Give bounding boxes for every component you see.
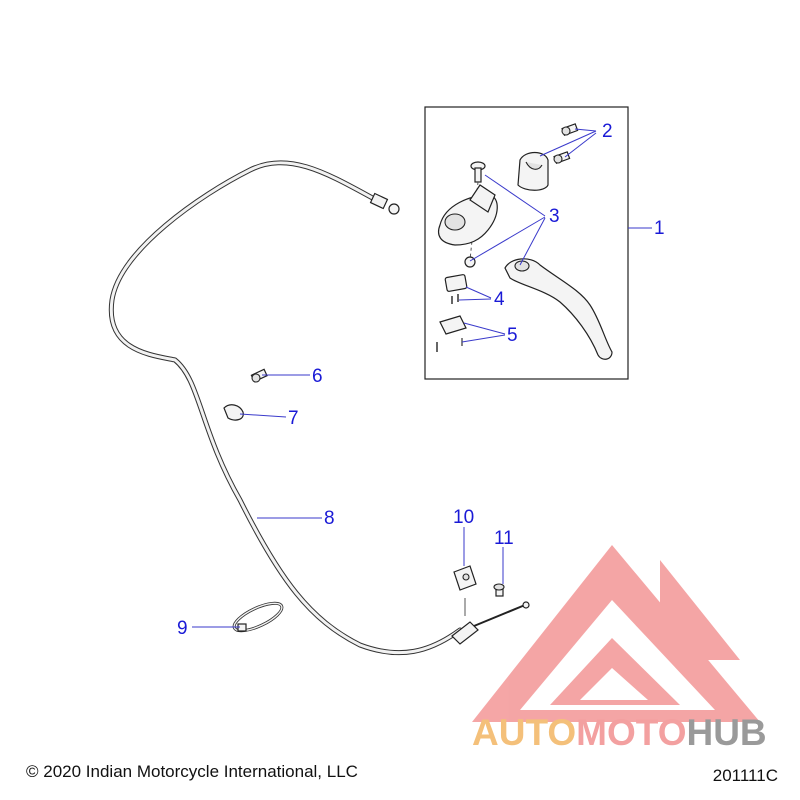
callout-5: 5: [507, 325, 518, 346]
callout-6: 6: [312, 366, 323, 387]
callout-8: 8: [324, 508, 335, 529]
watermark-hub: HUB: [686, 712, 767, 753]
switch-bracket: [436, 315, 467, 352]
callout-3: 3: [549, 206, 560, 227]
callout-11: 11: [494, 528, 514, 549]
lever-perch: [437, 184, 498, 246]
watermark-logo: [472, 545, 760, 722]
leader-lines: [192, 128, 652, 628]
callout-2: 2: [602, 121, 613, 142]
callout-1: 1: [654, 218, 665, 239]
cable-tie-item-9: [232, 601, 284, 633]
callout-9: 9: [177, 618, 188, 639]
clutch-cable: [108, 160, 530, 656]
watermark-auto: AUTO: [472, 712, 577, 753]
bolt-item-6: [250, 368, 268, 383]
bolt-item-11: [493, 583, 505, 597]
callout-4: 4: [494, 289, 505, 310]
copyright-notice: © 2020 Indian Motorcycle International, …: [26, 762, 358, 781]
callout-10: 10: [453, 507, 474, 528]
callout-labels: 1 2 3 4 5 6 7 8 9 10 11: [177, 121, 665, 639]
callout-7: 7: [288, 408, 299, 429]
bolt-item-2-upper: [561, 123, 579, 136]
watermark-moto: MOTO: [576, 712, 687, 753]
cable-bracket-item-10: [453, 565, 477, 616]
bolt-item-2-lower: [553, 151, 571, 164]
clutch-switch: [444, 274, 468, 304]
cable-clip-item-7: [223, 404, 244, 421]
clutch-lever: [504, 258, 613, 360]
watermark-wordmark: AUTOMOTOHUB: [472, 712, 767, 754]
figure-id: 201111C: [712, 766, 778, 785]
assembly-box: [424, 106, 629, 380]
perch-clamp: [517, 151, 549, 191]
